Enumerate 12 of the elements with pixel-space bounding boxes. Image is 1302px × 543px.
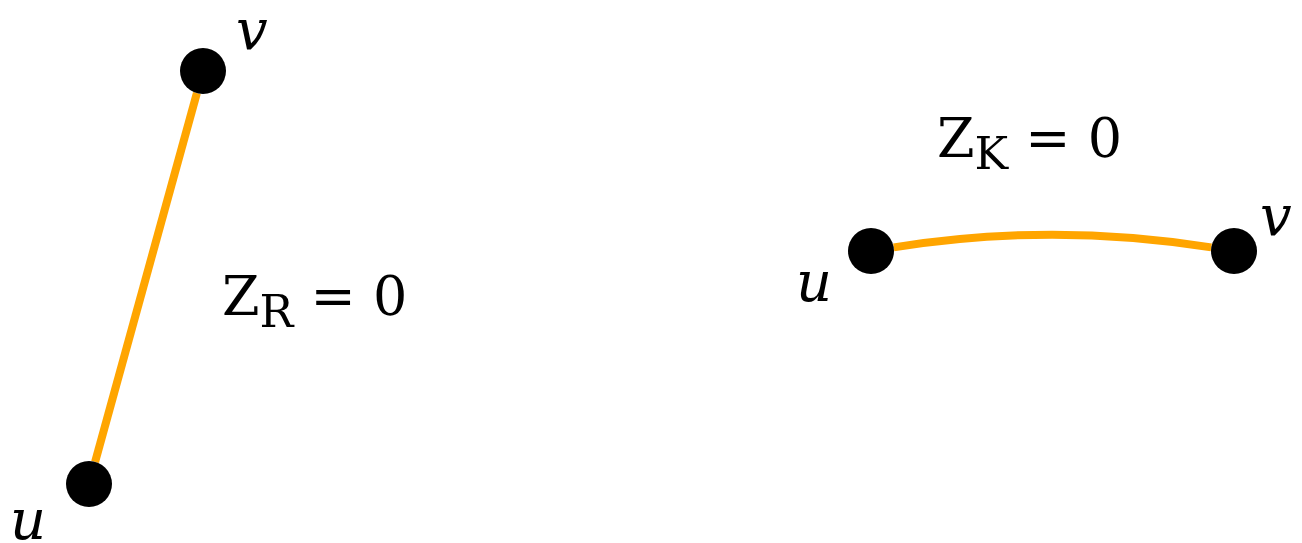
edge-line [91, 92, 201, 463]
equation-label: Z$_{K}$ = 0 [937, 112, 1123, 176]
vertex-dot [66, 461, 112, 507]
vertex-dot [1211, 228, 1257, 274]
vertex-label: v [236, 2, 268, 58]
vertex-dot [180, 48, 226, 94]
equation-label: Z$_{R}$ = 0 [222, 270, 408, 334]
vertex-label: u [796, 254, 833, 310]
vertex-label: u [10, 492, 47, 543]
vertex-label: v [1260, 188, 1292, 244]
edge-line [893, 230, 1212, 252]
vertex-dot [848, 228, 894, 274]
